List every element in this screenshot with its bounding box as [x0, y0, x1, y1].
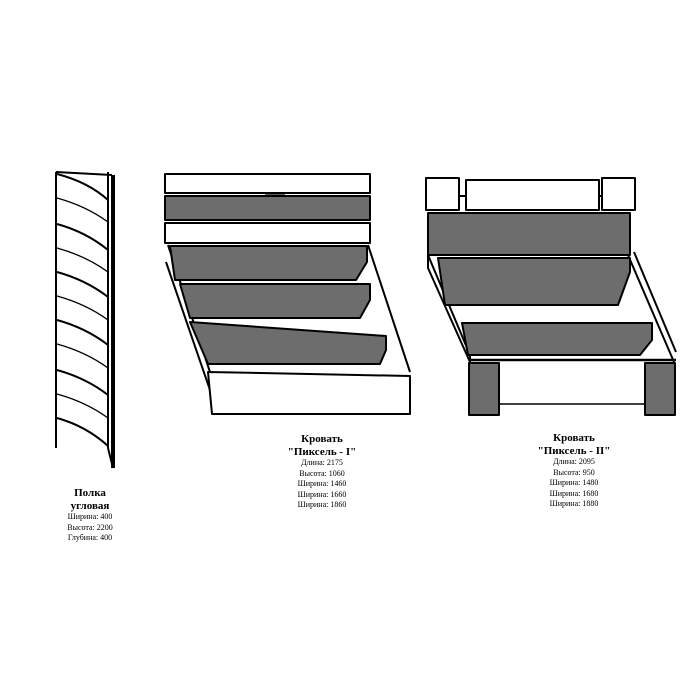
bed2-right-rail-inner — [633, 251, 677, 353]
bed2-spec-width-1: Ширина: 1480 — [549, 478, 599, 488]
bed1-headboard-middle-panel — [164, 195, 371, 221]
bed1-name-line2: "Пиксель - I" — [287, 445, 357, 458]
shelf-board-6 — [56, 417, 109, 447]
shelf-board-edge-5 — [56, 393, 109, 419]
bed1-name-line1: Кровать — [301, 433, 343, 445]
corner-shelf-spec-depth: Глубина: 400 — [67, 533, 113, 543]
bed2-slat-1 — [437, 257, 631, 306]
corner-shelf-spec-width: Ширина: 400 — [67, 512, 113, 522]
shelf-board-edge-2 — [56, 247, 109, 273]
bed1-caption: Кровать "Пиксель - I" Длина: 2175 Высота… — [262, 433, 382, 511]
shelf-board-edge-4 — [56, 343, 109, 369]
corner-shelf-drawing — [55, 171, 115, 469]
bed1-spec-length: Длина: 2175 — [301, 458, 343, 468]
bed2-name-line2: "Пиксель - II" — [537, 444, 611, 457]
bed2-left-nightbox — [425, 177, 460, 211]
bed2-caption: Кровать "Пиксель - II" Длина: 2095 Высот… — [514, 432, 634, 510]
bed1-footboard — [207, 371, 411, 415]
bed2-spec-length: Длина: 2095 — [553, 457, 595, 467]
corner-shelf-name-line1: Полка — [74, 487, 106, 499]
bed1-spec-width-2: Ширина: 1660 — [297, 489, 347, 499]
bed1-spec-width-1: Ширина: 1460 — [297, 479, 347, 489]
bed1-drawing — [164, 173, 411, 415]
bed2-slat-2 — [461, 322, 653, 356]
bed2-headboard-cushion — [465, 179, 600, 211]
shelf-board-1 — [56, 173, 109, 201]
bed1-spec-width-3: Ширина: 1860 — [297, 500, 347, 510]
shelf-board-3 — [56, 271, 109, 298]
bed1-slat-3 — [189, 321, 387, 365]
bed2-spec-width-3: Ширина: 1880 — [549, 499, 599, 509]
bed1-slat-2 — [179, 283, 371, 319]
shelf-board-5 — [56, 369, 109, 396]
bed2-right-nightbox — [601, 177, 636, 211]
bed1-headboard-top-panel — [164, 173, 371, 194]
bed1-left-rail-inner — [165, 261, 211, 391]
corner-shelf-name-line2: угловая — [70, 499, 110, 512]
shelf-bottom-edge — [107, 447, 114, 469]
shelf-board-edge-3 — [56, 295, 109, 321]
bed1-headboard-low-panel — [164, 222, 371, 244]
bed2-spec-width-2: Ширина: 1680 — [549, 488, 599, 498]
corner-shelf-caption: Полка угловая Ширина: 400 Высота: 2200 Г… — [40, 487, 140, 544]
bed2-drawing — [425, 177, 677, 416]
shelf-top — [55, 171, 113, 176]
bed1-slat-1 — [169, 245, 368, 281]
corner-shelf-spec-height: Высота: 2200 — [67, 522, 113, 532]
bed2-spec-height: Высота: 950 — [553, 467, 595, 477]
bed2-right-rail-outer — [627, 254, 675, 363]
bed2-name-line1: Кровать — [553, 432, 595, 444]
bed2-left-leg — [468, 362, 500, 416]
bed2-headboard-panel — [427, 212, 631, 256]
shelf-board-2 — [56, 223, 109, 251]
bed2-right-leg — [644, 362, 676, 416]
bed1-right-rail — [367, 244, 411, 373]
bed1-spec-height: Высота: 1060 — [299, 468, 345, 478]
shelf-board-4 — [56, 319, 109, 346]
shelf-board-edge-1 — [56, 197, 109, 223]
